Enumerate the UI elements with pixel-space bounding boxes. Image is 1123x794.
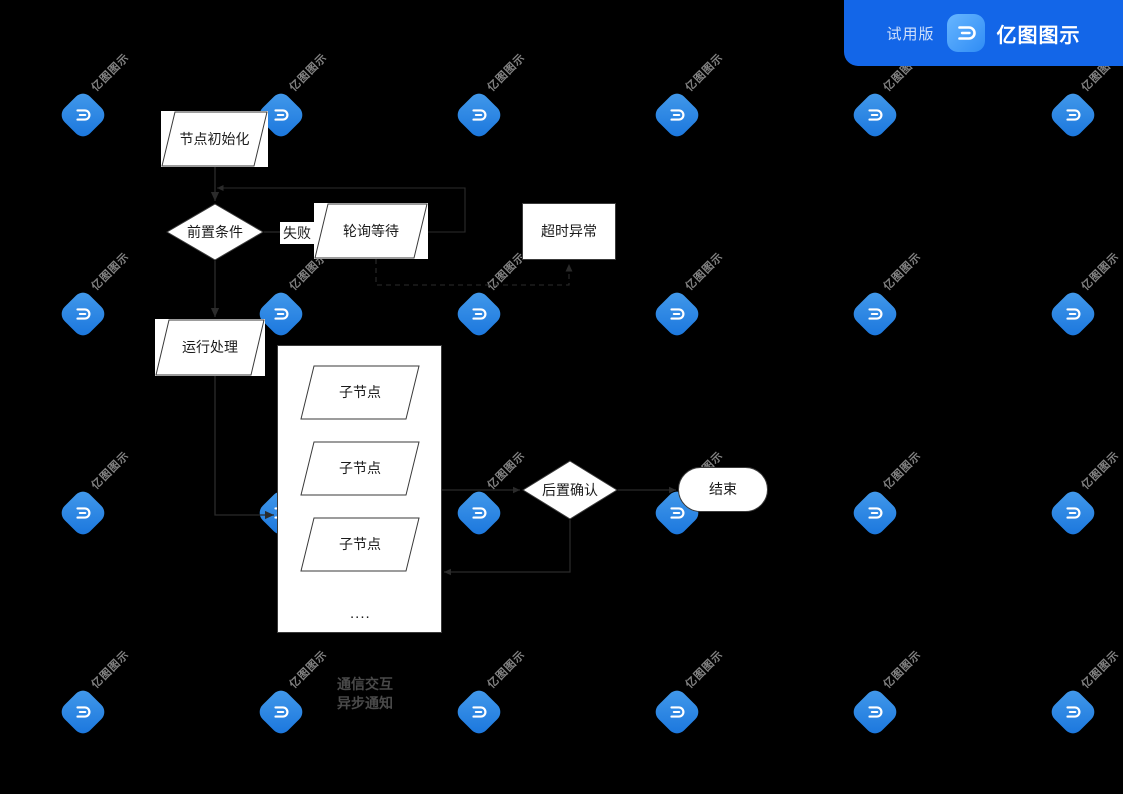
node-child-1-label: 子节点 [339, 384, 381, 401]
node-init[interactable]: 节点初始化 [161, 111, 268, 167]
node-child-2-label: 子节点 [339, 460, 381, 477]
node-child-2[interactable]: 子节点 [300, 441, 420, 496]
node-child-1[interactable]: 子节点 [300, 365, 420, 420]
node-end-label: 结束 [709, 481, 737, 498]
node-poll-wait-label: 轮询等待 [343, 222, 399, 239]
brand-name: 亿图图示 [996, 24, 1081, 47]
edge-postcfm-group-loop [444, 520, 571, 576]
node-child-3-label: 子节点 [339, 536, 381, 553]
trial-label: 试用版 [886, 25, 935, 43]
node-run-process-label: 运行处理 [182, 339, 238, 356]
node-more-dots: .... [350, 605, 371, 622]
note-communication: 通信交互 [337, 676, 393, 692]
note-async: 异步通知 [337, 695, 393, 711]
node-run-process[interactable]: 运行处理 [155, 319, 265, 376]
node-end[interactable]: 结束 [678, 467, 768, 512]
edge-run-group [214, 376, 274, 520]
edge-poll-timeout [375, 259, 573, 286]
node-child-3[interactable]: 子节点 [300, 517, 420, 572]
node-precondition-label: 前置条件 [187, 223, 243, 240]
node-init-label: 节点初始化 [179, 130, 250, 147]
edge-label-fail: 失败 [280, 222, 314, 244]
node-poll-wait[interactable]: 轮询等待 [314, 203, 428, 259]
node-post-confirm-label: 后置确认 [542, 481, 598, 498]
eddx-logo-icon [946, 14, 985, 52]
trial-version-badge[interactable]: 试用版 亿图图示 [844, 0, 1123, 66]
node-precondition[interactable]: 前置条件 [166, 203, 264, 261]
edge-poll-precond-loop [217, 184, 466, 233]
node-timeout-exception-label: 超时异常 [541, 223, 597, 240]
node-post-confirm[interactable]: 后置确认 [522, 460, 618, 520]
node-timeout-exception[interactable]: 超时异常 [522, 203, 616, 260]
